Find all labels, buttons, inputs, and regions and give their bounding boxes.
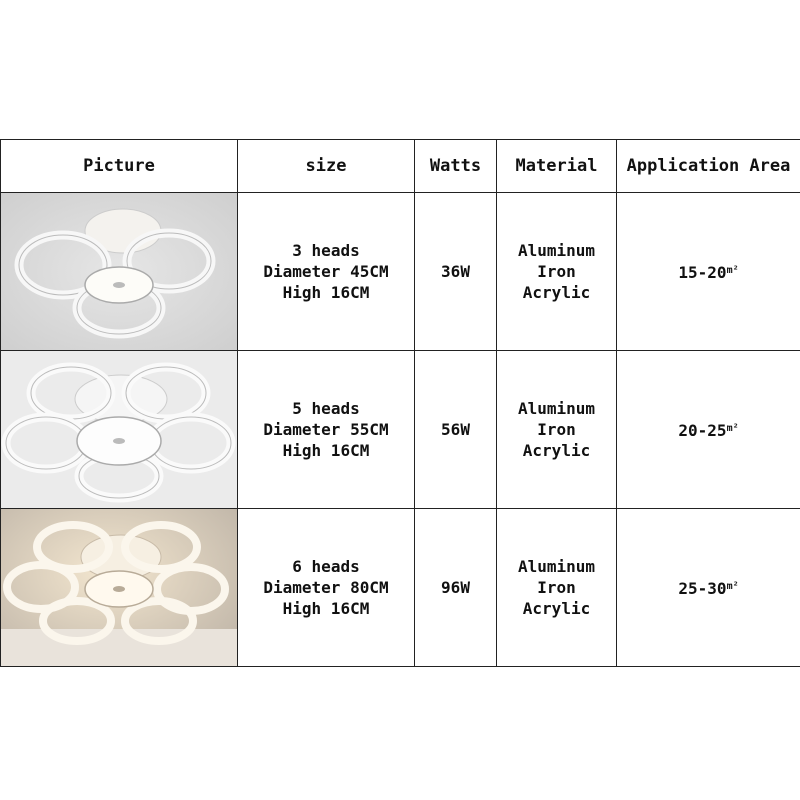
watts-cell: 36W [414,192,497,351]
area-value: 15-20 [678,263,727,282]
lamp-photo-5-heads [1,351,237,508]
area-cell: 15-20m² [616,192,800,351]
area-value: 20-25 [678,421,727,440]
material-cell: Aluminum Iron Acrylic [496,350,617,509]
picture-cell [0,508,238,667]
material-item: Iron [537,262,576,281]
header-row: Picture size Watts Material Application … [0,139,800,193]
table-row: 3 heads Diameter 45CM High 16CM 36W Alum… [0,192,800,351]
area-value: 25-30 [678,579,727,598]
material-cell: Aluminum Iron Acrylic [496,508,617,667]
spec-table: Picture size Watts Material Application … [0,139,800,667]
lamp-photo-3-heads [1,193,237,350]
watts-cell: 56W [414,350,497,509]
picture-cell [0,350,238,509]
area-unit: m² [726,581,739,592]
size-cell: 6 heads Diameter 80CM High 16CM [237,508,415,667]
material-item: Aluminum [517,241,596,260]
material-item: Acrylic [522,441,591,460]
size-diameter: Diameter 80CM [263,578,389,597]
header-size: size [237,139,415,193]
material-item: Iron [537,420,576,439]
material-item: Aluminum [517,557,596,576]
table-row: 5 heads Diameter 55CM High 16CM 56W Alum… [0,350,800,509]
header-application-area: Application Area [616,139,800,193]
material-item: Acrylic [522,599,591,618]
area-cell: 25-30m² [616,508,800,667]
material-cell: Aluminum Iron Acrylic [496,192,617,351]
lamp-photo-6-heads [1,509,237,666]
table-row: 6 heads Diameter 80CM High 16CM 96W Alum… [0,508,800,667]
header-watts: Watts [414,139,497,193]
size-diameter: Diameter 55CM [263,420,389,439]
picture-cell [0,192,238,351]
material-item: Acrylic [522,283,591,302]
header-picture: Picture [0,139,238,193]
area-unit: m² [726,265,739,276]
material-item: Iron [537,578,576,597]
watts-cell: 96W [414,508,497,667]
area-unit: m² [726,423,739,434]
size-height: High 16CM [282,283,370,302]
size-cell: 3 heads Diameter 45CM High 16CM [237,192,415,351]
size-cell: 5 heads Diameter 55CM High 16CM [237,350,415,509]
size-height: High 16CM [282,599,370,618]
header-material: Material [496,139,617,193]
size-diameter: Diameter 45CM [263,262,389,281]
material-item: Aluminum [517,399,596,418]
size-height: High 16CM [282,441,370,460]
area-cell: 20-25m² [616,350,800,509]
size-heads: 5 heads [292,399,360,418]
size-heads: 6 heads [292,557,360,576]
size-heads: 3 heads [292,241,360,260]
